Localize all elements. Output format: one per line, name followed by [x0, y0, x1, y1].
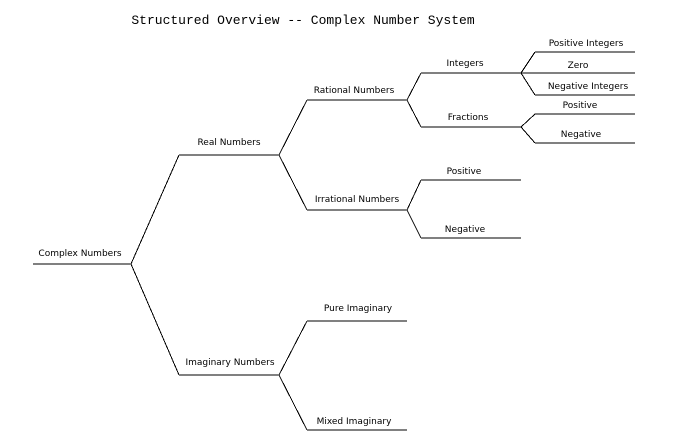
edge-real-to-irrational — [278, 154, 308, 211]
tree-edges — [33, 51, 635, 431]
node-fractions: Fractions — [448, 113, 489, 123]
tree-labels: Complex Numbers Real Numbers Imaginary N… — [38, 39, 628, 427]
node-integers: Integers — [446, 59, 483, 69]
node-positive-integers: Positive Integers — [549, 39, 624, 49]
edge-irrational-to-negative — [406, 209, 422, 239]
node-imaginary-numbers: Imaginary Numbers — [185, 358, 274, 368]
node-fractions-positive: Positive — [563, 101, 598, 111]
edge-rational-to-integers — [406, 72, 422, 101]
node-negative-integers: Negative Integers — [548, 82, 629, 92]
edge-fractions-to-positive — [520, 113, 536, 128]
edge-integers-to-positive — [520, 51, 536, 74]
node-complex-numbers: Complex Numbers — [38, 249, 121, 259]
node-pure-imaginary: Pure Imaginary — [324, 304, 393, 314]
edge-integers-to-negative — [520, 72, 536, 96]
node-irrational-numbers: Irrational Numbers — [315, 195, 400, 205]
node-rational-numbers: Rational Numbers — [314, 86, 395, 96]
edge-fractions-to-negative — [520, 126, 536, 144]
node-mixed-imaginary: Mixed Imaginary — [317, 417, 392, 427]
edge-complex-to-real — [130, 154, 180, 265]
node-real-numbers: Real Numbers — [197, 138, 260, 148]
edge-complex-to-imaginary — [130, 263, 180, 376]
node-irrational-positive: Positive — [447, 167, 482, 177]
node-zero: Zero — [568, 61, 589, 71]
node-fractions-negative: Negative — [561, 130, 602, 140]
edge-irrational-to-positive — [406, 179, 422, 211]
diagram-title: Structured Overview -- Complex Number Sy… — [131, 13, 474, 28]
edge-imaginary-to-pure — [278, 320, 308, 376]
edge-imaginary-to-mixed — [278, 374, 308, 431]
node-irrational-negative: Negative — [445, 225, 486, 235]
edge-rational-to-fractions — [406, 99, 422, 128]
edge-real-to-rational — [278, 99, 308, 156]
